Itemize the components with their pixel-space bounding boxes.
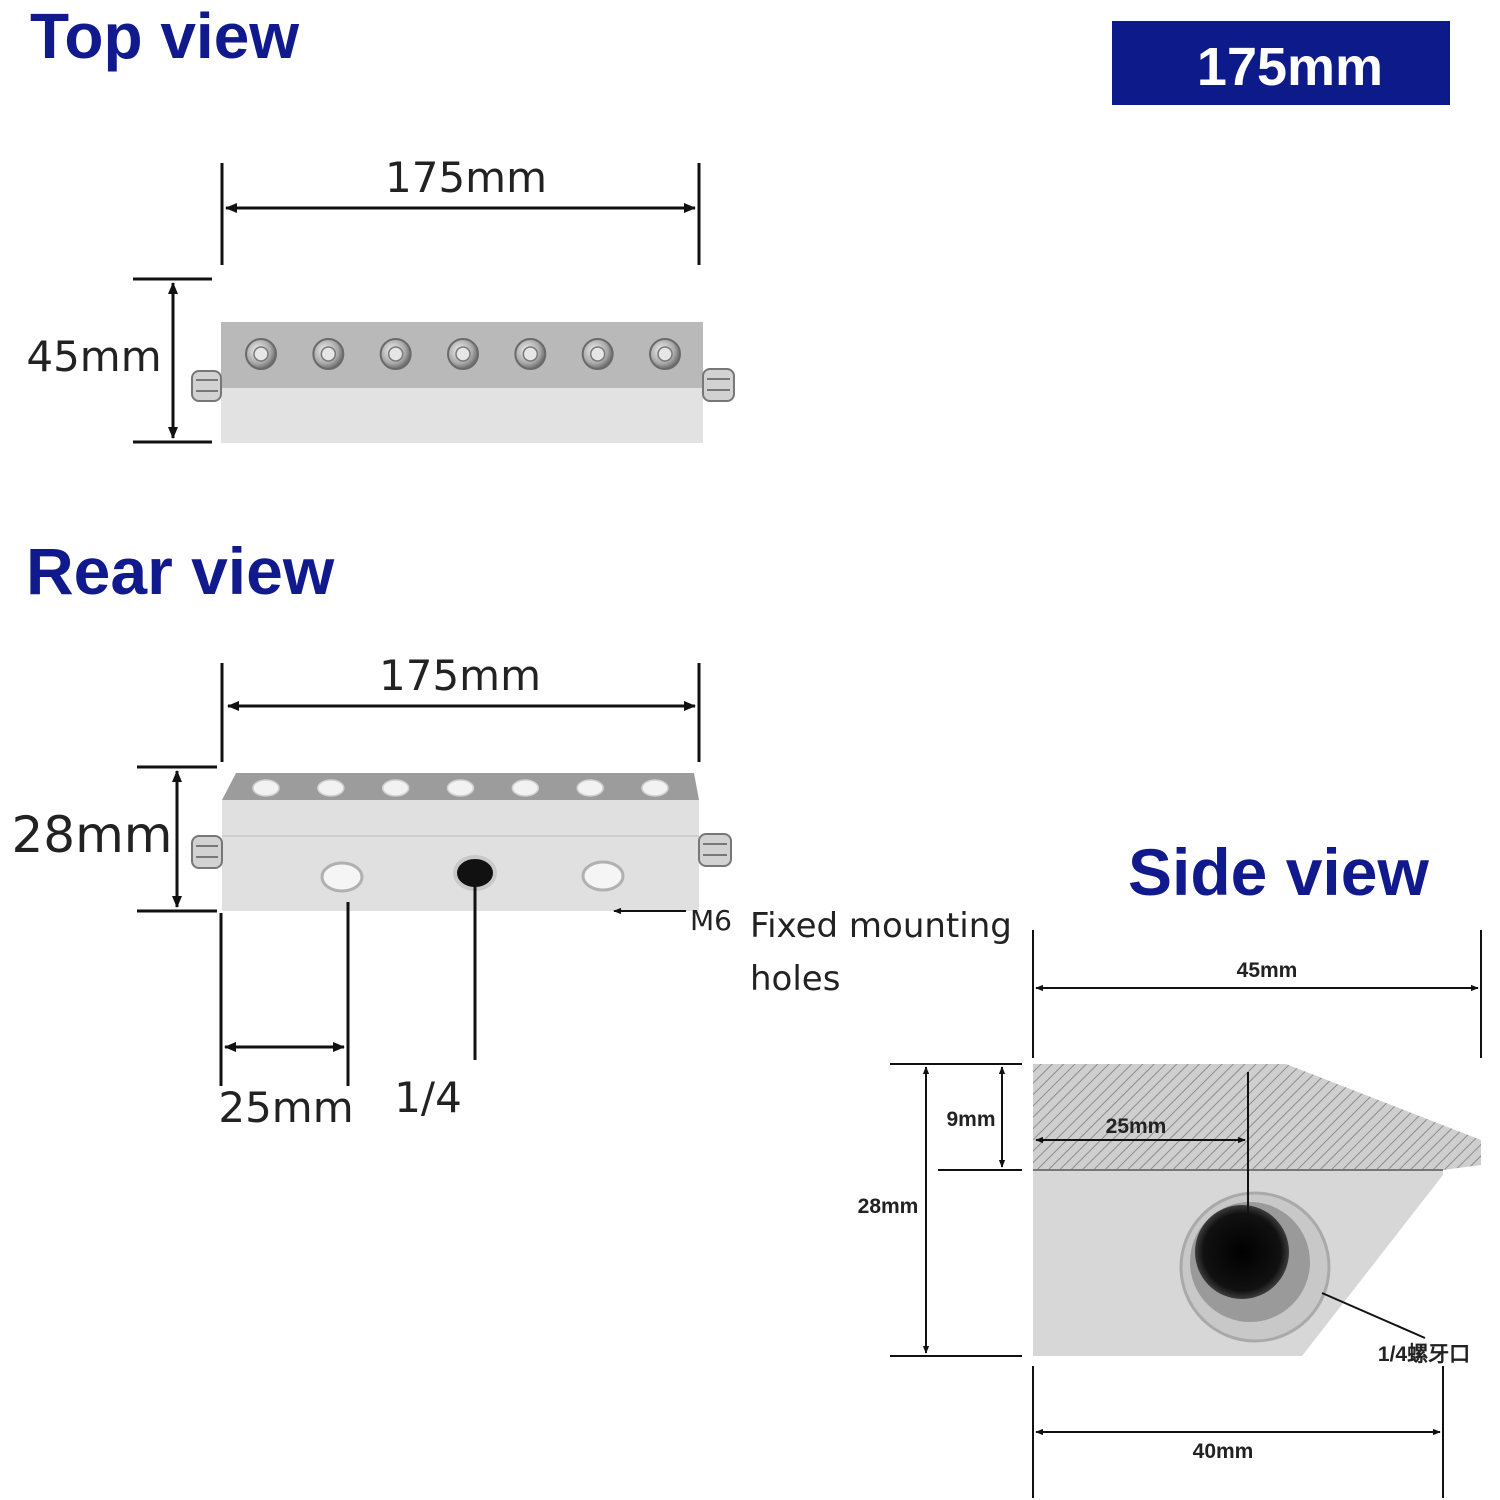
top-screw <box>514 338 547 370</box>
size-badge-background <box>1112 21 1450 105</box>
rear-mount-label: M6 <box>690 904 732 937</box>
side-inner-label: 25mm <box>1106 1115 1167 1138</box>
top-screw <box>447 338 479 370</box>
rear-view: 175mm 28mm 25mm 1/4 <box>11 651 1011 1132</box>
rear-port-label: 1/4 <box>394 1073 462 1122</box>
rear-nozzle-row <box>252 779 669 797</box>
side-thread-label: 1/4螺牙口 <box>1378 1343 1470 1366</box>
rear-mount-desc-line1: Fixed mounting <box>750 906 1012 946</box>
rear-nozzle <box>511 779 540 797</box>
top-screw <box>581 338 614 370</box>
top-height-label: 45mm <box>26 332 161 381</box>
rear-mount-desc-line2: holes <box>750 959 840 999</box>
top-screw <box>312 338 345 370</box>
rear-nozzle <box>641 779 669 797</box>
top-width-label: 175mm <box>385 153 547 202</box>
rear-nozzle <box>576 779 604 797</box>
heading-rear-view: Rear view <box>26 534 335 608</box>
top-end-fitting-right <box>702 368 735 402</box>
top-screw <box>649 338 681 370</box>
rear-height-label: 28mm <box>11 806 172 864</box>
side-top-label: 9mm <box>946 1108 995 1131</box>
rear-nozzle <box>317 779 345 797</box>
side-bottom-label: 40mm <box>1193 1440 1254 1463</box>
top-screw-row <box>245 338 681 370</box>
top-end-fitting-left <box>191 370 222 402</box>
top-bar-lower <box>221 386 703 443</box>
side-width-label: 45mm <box>1237 959 1298 982</box>
rear-nozzle <box>446 779 475 797</box>
side-thread-leader <box>1321 1292 1426 1339</box>
rear-width-label: 175mm <box>379 651 541 700</box>
side-height-label: 28mm <box>858 1195 919 1218</box>
rear-mount-hole-left <box>320 861 364 893</box>
rear-bar-body <box>222 800 699 911</box>
size-badge-label: 175mm <box>1197 37 1383 97</box>
top-view: 175mm 45mm <box>26 153 735 444</box>
heading-top-view: Top view <box>30 0 299 72</box>
rear-nozzle <box>252 779 280 797</box>
rear-spacing-label: 25mm <box>218 1083 353 1132</box>
side-view: 45mm 25mm 28mm 9mm 40mm 1/4螺牙口 <box>858 930 1482 1498</box>
side-block-top-hatched <box>1033 1064 1481 1170</box>
rear-nozzle <box>381 779 410 797</box>
rear-mount-hole-right <box>581 860 625 892</box>
rear-end-fitting-left <box>191 835 223 869</box>
top-screw <box>379 338 412 370</box>
rear-end-fitting-right <box>698 833 732 867</box>
side-port-hole <box>1195 1205 1289 1299</box>
size-badge: 175mm <box>1112 21 1450 105</box>
top-screw <box>245 338 277 370</box>
heading-side-view: Side view <box>1128 835 1429 909</box>
